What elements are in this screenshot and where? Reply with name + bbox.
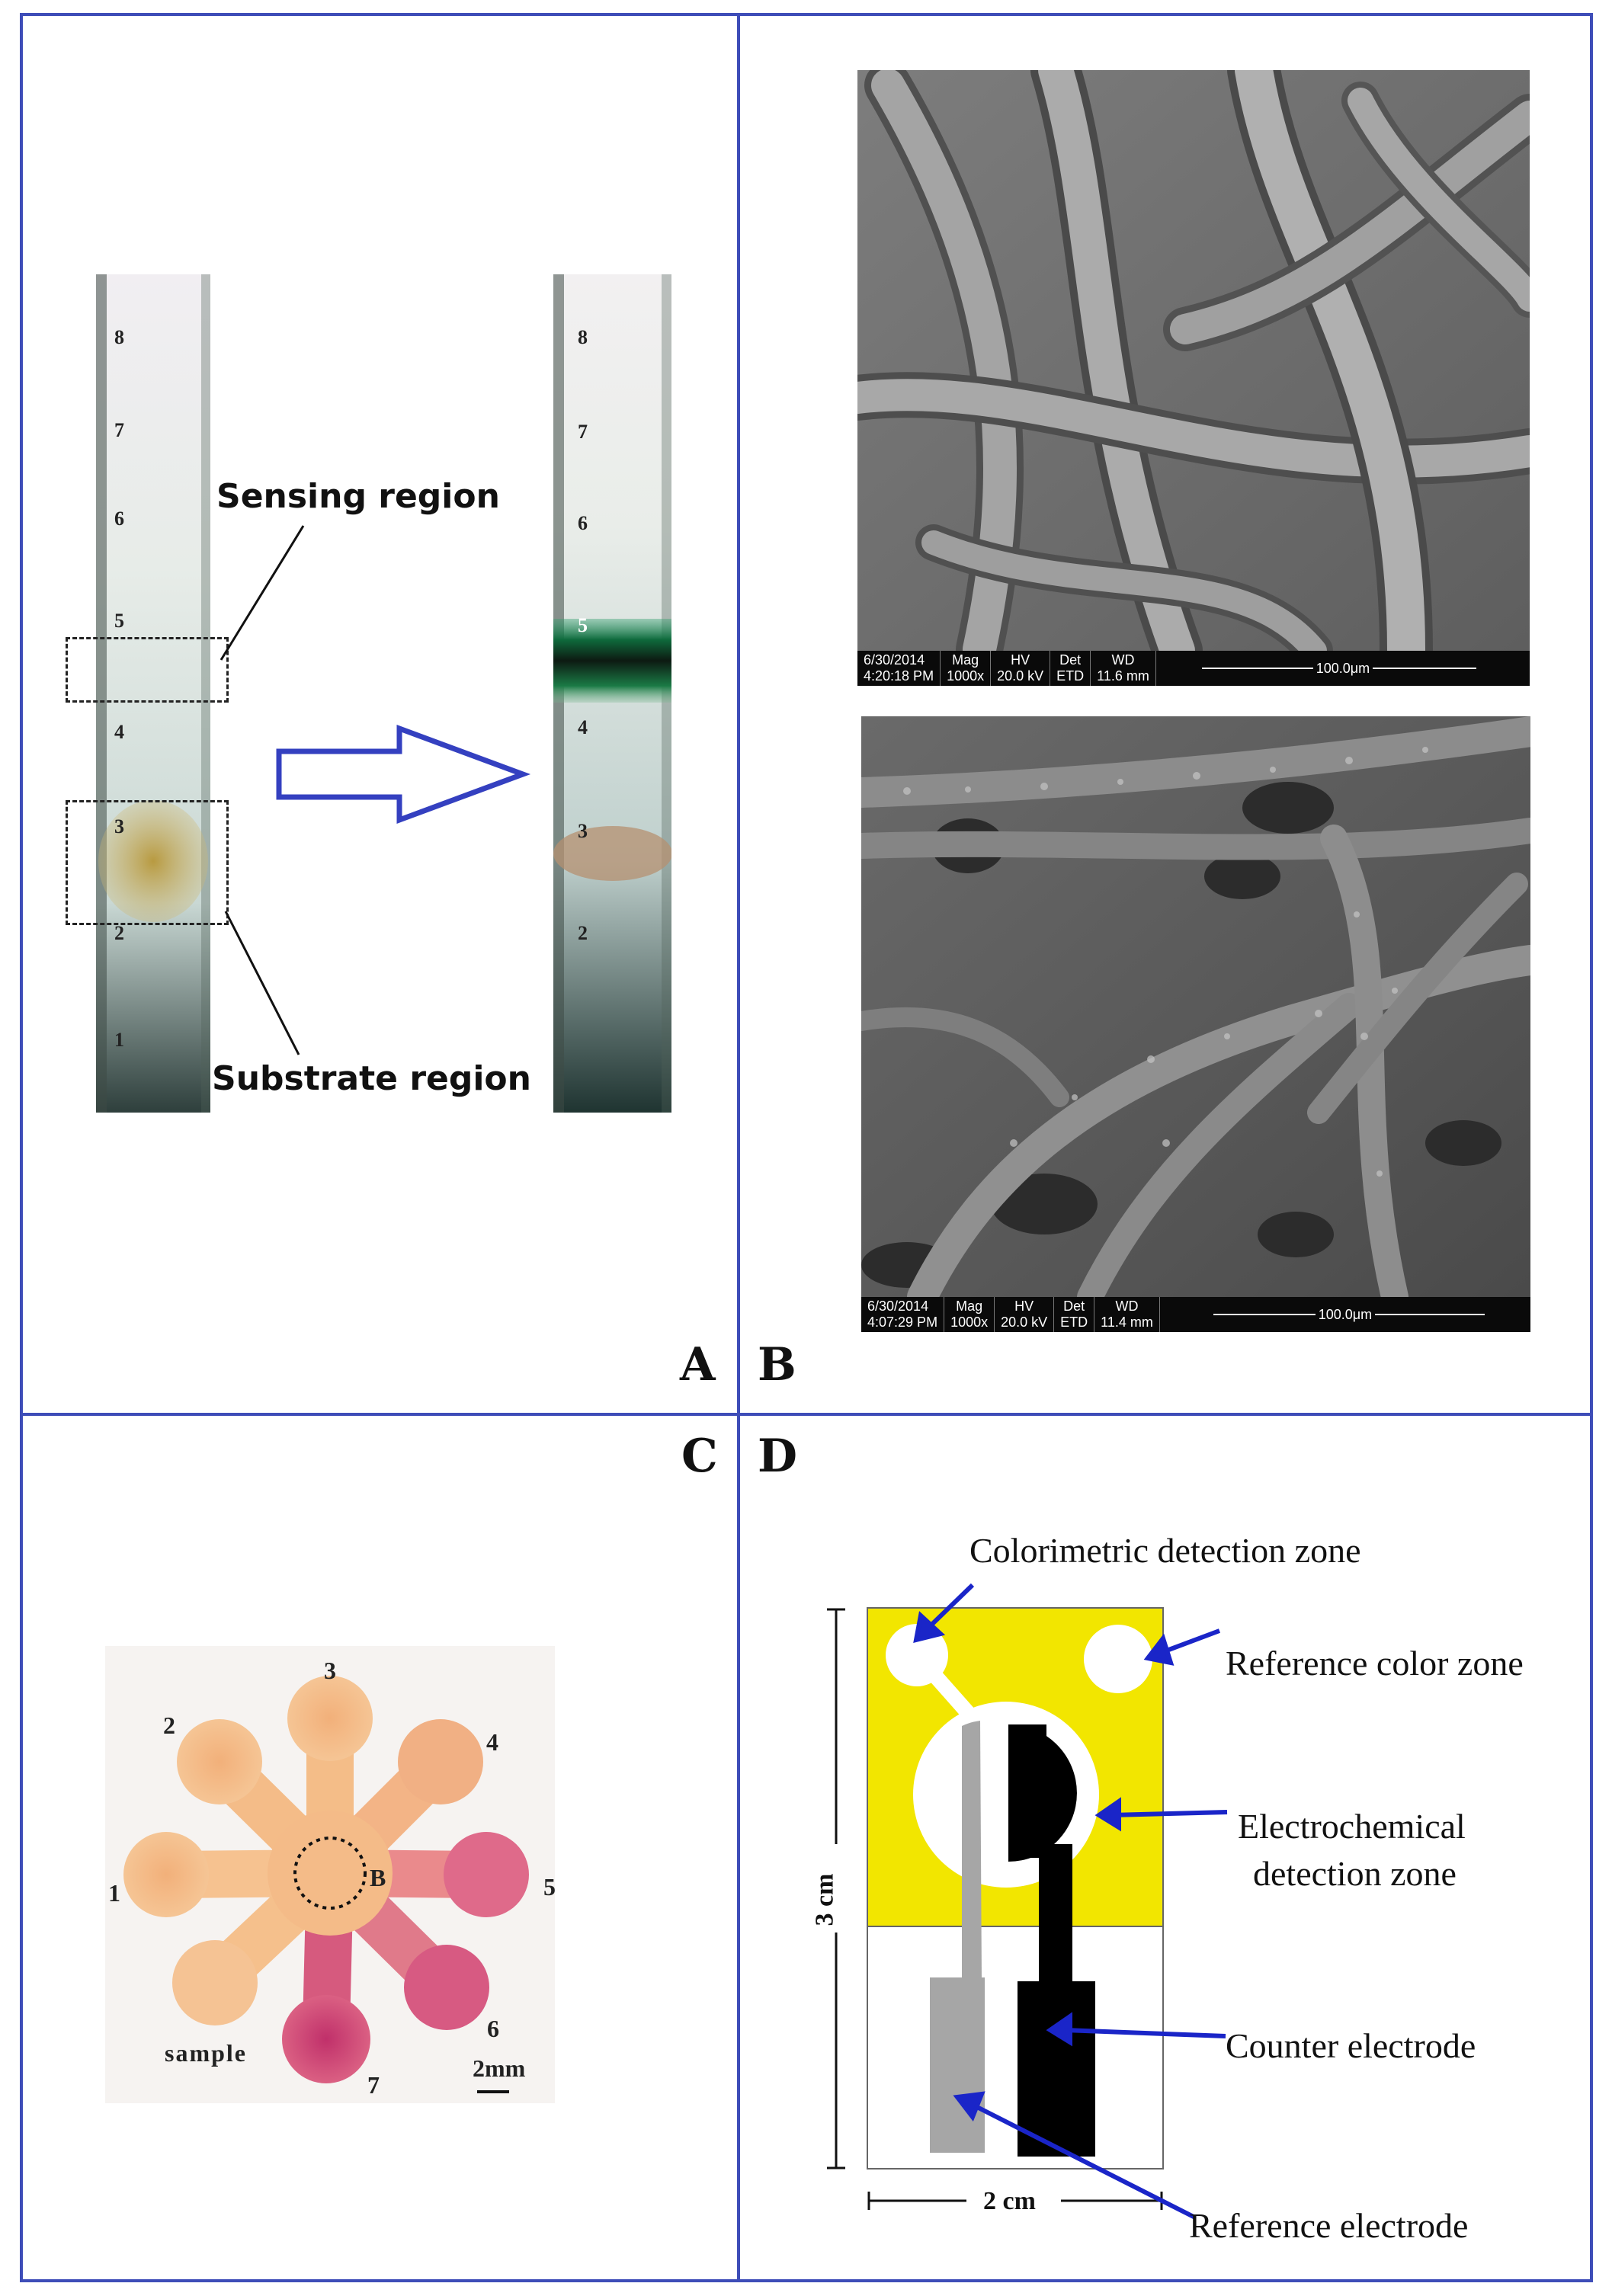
zone-number-2: 2 [163, 1712, 175, 1739]
height-dimension-label: 3 cm [810, 1873, 839, 1926]
zone-number-7: 7 [367, 2071, 380, 2099]
strip-mark: 7 [114, 419, 124, 441]
substrate-region-label: Substrate region [212, 1059, 531, 1098]
sem-wd: 11.6 mm [1097, 668, 1149, 684]
strip-mark: 1 [114, 1029, 124, 1051]
width-dimension-label: 2 cm [983, 2187, 1036, 2215]
reference-electrode-label: Reference electrode [1189, 2206, 1469, 2245]
strip-mark: 4 [114, 721, 124, 743]
scale-bar-label: 2mm [473, 2054, 526, 2082]
test-strip-after [553, 274, 671, 1113]
test-strip-before [96, 274, 210, 1113]
flower-paper-device [123, 1676, 529, 2093]
sem-det: ETD [1056, 668, 1085, 684]
vertical-divider [737, 13, 740, 2282]
horizontal-divider [20, 1413, 1593, 1416]
sem-mag: 1000x [947, 668, 985, 684]
electrochemical-zone-label-line2: detection zone [1253, 1854, 1457, 1893]
panel-letter-d: D [758, 1430, 798, 1483]
sem-wd: 11.4 mm [1101, 1315, 1153, 1330]
strip-mark: 2 [578, 922, 588, 944]
strip-mark: 3 [114, 815, 124, 837]
electrode-device-schematic [822, 1583, 1228, 2220]
zone-number-1: 1 [108, 1879, 120, 1907]
sem-det-label: Det [1059, 652, 1082, 668]
sem-time: 4:20:18 PM [864, 668, 934, 684]
panel-letter-b: B [758, 1338, 796, 1391]
sem-scale-bar: 100.0μm [1160, 1297, 1530, 1332]
colorimetric-zone-label: Colorimetric detection zone [969, 1531, 1361, 1570]
electrochemical-zone-label-line1: Electrochemical [1238, 1807, 1466, 1846]
sensing-region-box [66, 637, 229, 703]
figure-frame [20, 13, 1593, 2282]
strip-mark: 8 [114, 326, 124, 348]
substrate-region-box [66, 800, 229, 925]
sem-scale-label: 100.0μm [1315, 1306, 1376, 1323]
sem-date: 6/30/2014 [867, 1299, 929, 1314]
sem-scale-bar: 100.0μm [1156, 651, 1530, 686]
sem-mag-label: Mag [956, 1299, 983, 1314]
sem-hv: 20.0 kV [997, 668, 1044, 684]
reference-color-zone-label: Reference color zone [1226, 1644, 1524, 1683]
strip-mark: 2 [114, 922, 124, 944]
sem-hv-label: HV [1011, 652, 1030, 668]
sensing-region-label: Sensing region [216, 477, 500, 516]
sem-det: ETD [1060, 1315, 1088, 1330]
panel-letter-a: A [680, 1338, 716, 1391]
zone-number-5: 5 [543, 1873, 556, 1901]
panel-a-annotations [220, 525, 531, 1055]
strip-mark: 6 [578, 512, 588, 534]
sem-mag-label: Mag [952, 652, 979, 668]
zone-number-4: 4 [486, 1728, 498, 1756]
sem-det-label: Det [1063, 1299, 1085, 1314]
center-zone-label: B [370, 1864, 386, 1891]
sample-label: sample [165, 2039, 247, 2067]
sem-mag: 1000x [950, 1315, 989, 1330]
counter-electrode-label: Counter electrode [1226, 2026, 1476, 2065]
strip-mark: 3 [578, 820, 588, 842]
strip-mark: 7 [578, 421, 588, 443]
sem-time: 4:07:29 PM [867, 1315, 938, 1330]
sem-wd-label: WD [1115, 1299, 1139, 1314]
sem-scale-label: 100.0μm [1312, 660, 1373, 677]
panel-letter-c: C [681, 1430, 718, 1483]
zone-number-3: 3 [324, 1657, 336, 1684]
strip-mark: 6 [114, 508, 124, 530]
sem-wd-label: WD [1111, 652, 1135, 668]
strip-mark: 5 [114, 610, 124, 632]
strip-mark: 8 [578, 326, 588, 348]
strip-mark: 5 [578, 614, 588, 636]
sem-hv: 20.0 kV [1001, 1315, 1048, 1330]
sem-hv-label: HV [1014, 1299, 1034, 1314]
sem-fibers-bottom [861, 716, 1530, 1312]
sem-date: 6/30/2014 [864, 652, 925, 668]
sem-fibers-top [857, 70, 1530, 677]
zone-number-6: 6 [487, 2015, 499, 2042]
strip-mark: 4 [578, 716, 588, 738]
